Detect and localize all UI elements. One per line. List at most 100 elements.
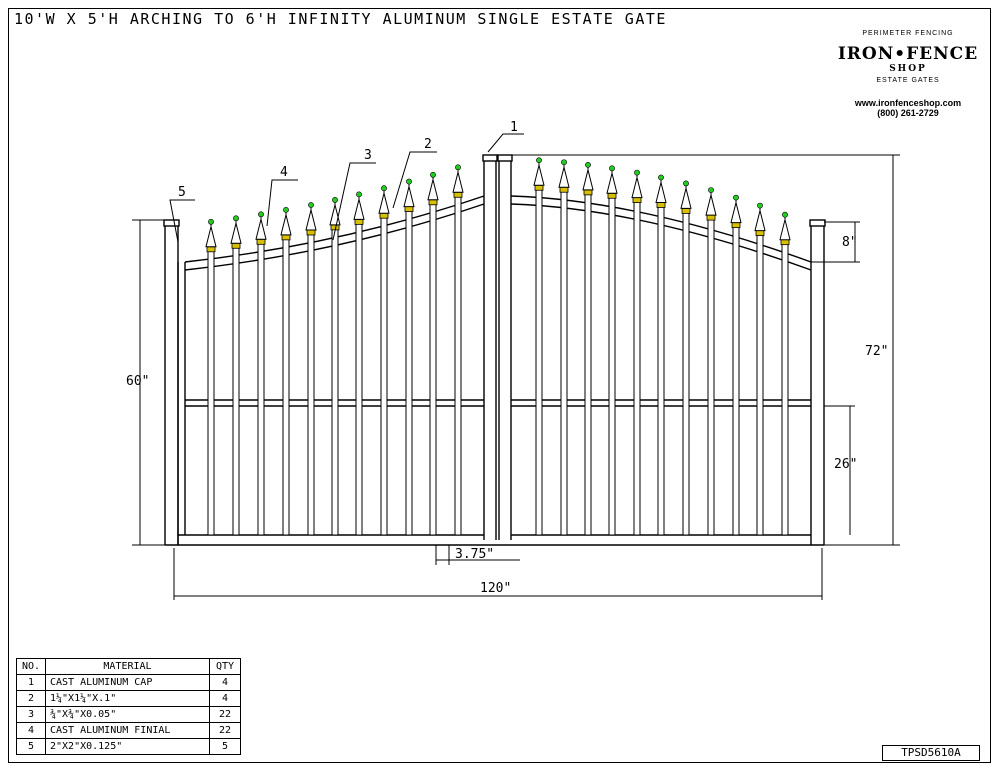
picket-bar [355,222,363,536]
picket [353,191,365,536]
center-post-right [498,160,512,540]
dim-8: 8" [842,235,858,250]
logo-name: IRON•FENCE [837,44,979,64]
picket-bar [560,190,568,536]
bom-header-no: NO. [16,658,46,675]
finial-collar [607,192,617,199]
picket-bar [454,195,462,536]
bom-row: 3 ¾"X¾"X0.05" 22 [16,706,241,723]
picket-bar [282,238,290,536]
finial-collar [428,199,438,206]
bom-no: 1 [16,674,46,691]
bom-material: CAST ALUMINUM CAP [45,674,210,691]
picket [427,171,439,536]
dim-72: 72" [865,344,888,359]
finial-tip [733,194,739,201]
dim-120: 120" [480,581,511,596]
finial-tip [332,196,338,203]
finial-tip [634,169,640,176]
finial-collar [534,184,544,191]
finial-collar [681,208,691,214]
finial-spear [705,191,717,216]
finial-spear [680,184,692,209]
picket-bar [781,243,789,536]
finial-spear [403,182,415,208]
picket [558,159,570,536]
bom-qty: 4 [209,690,241,707]
picket-bar [584,193,592,536]
finial-spear [754,206,766,232]
center-cap-left [482,154,498,162]
finial-spear [230,219,242,244]
finial-spear [305,205,317,231]
finial-spear [205,222,217,248]
finial-tip [782,211,788,218]
bom-material: CAST ALUMINUM FINIAL [45,722,210,739]
finial-tip [683,180,689,187]
finial-tip [561,159,567,166]
picket-bar [331,228,339,536]
picket [255,211,267,536]
drawing-number: TPSD5610A [882,745,980,761]
finial-tip [406,178,412,185]
finial-spear [779,215,791,241]
picket [378,185,390,536]
finial-collar [231,242,241,249]
finial-collar [256,238,266,245]
finial-spear [353,195,365,220]
finial-spear [533,161,545,186]
finial-collar [404,206,414,212]
picket-bar [307,233,315,536]
finial-collar [379,212,389,219]
left-stile [177,262,186,545]
picket [403,178,415,536]
logo-website: www.ironfenceshop.com [854,98,962,108]
picket [730,194,742,536]
finial-collar [731,222,741,229]
finial-collar [780,239,790,246]
picket [230,215,242,536]
company-logo: PERIMETER FENCING IRON•FENCE SHOP ESTATE… [828,30,988,122]
logo-shop: SHOP [889,64,927,74]
finial-tip [356,191,362,198]
picket [533,157,545,536]
finial-tip [283,206,289,213]
bom-material: ¾"X¾"X0.05" [45,706,210,723]
finial-spear [427,175,439,201]
dim-60: 60" [126,374,149,389]
picket-bar [207,250,215,536]
finial-collar [354,218,364,225]
finial-collar [281,234,291,241]
finial-collar [306,229,316,236]
dimension-lines [132,133,900,600]
picket-bar [657,206,665,536]
logo-phone: (800) 261-2729 [877,108,939,118]
finial-spear [655,178,667,203]
finial-tip [708,187,714,194]
finial-tip [208,218,214,225]
right-post-cap [809,219,826,227]
callout-4: 4 [280,165,288,180]
picket-bar [429,203,437,536]
finial-tip [585,161,591,168]
callout-2: 2 [424,137,432,152]
bom-row: 1 CAST ALUMINUM CAP 4 [16,674,241,691]
finial-tip [430,171,436,178]
bom-qty: 5 [209,738,241,755]
logo-arc-bottom: ESTATE GATES [876,77,940,84]
finial-tip [757,202,763,209]
picket-bar [682,211,690,536]
finial-tip [536,157,542,164]
arch-rail-right [510,195,812,271]
center-post-left [483,160,497,540]
bom-row: 5 2"X2"X0.125" 5 [16,738,241,755]
drawing-title: 10'W X 5'H ARCHING TO 6'H INFINITY ALUMI… [14,10,667,28]
finial-spear [255,215,267,240]
finial-spear [280,210,292,236]
finial-collar [583,189,593,196]
finial-spear [730,198,742,224]
bom-row: 2 1¼"X1¼"X.1" 4 [16,690,241,707]
picket [754,202,766,536]
bottom-rail [165,534,824,546]
